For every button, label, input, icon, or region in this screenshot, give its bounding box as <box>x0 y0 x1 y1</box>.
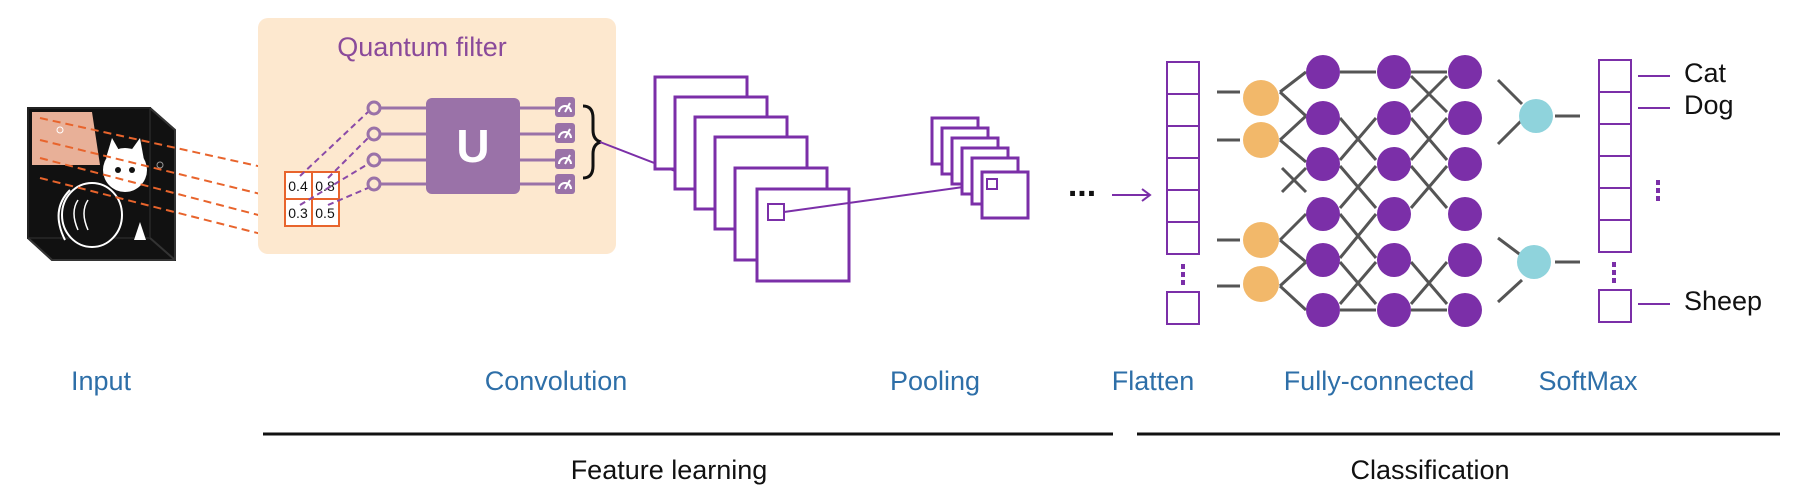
ellipsis: ... <box>1068 166 1096 204</box>
input-image-cube <box>27 107 176 261</box>
unitary-label: U <box>456 120 489 172</box>
stage-label-convolution: Convolution <box>485 366 628 396</box>
stage-label-input: Input <box>71 366 132 396</box>
meter-icon <box>555 97 575 194</box>
convolution-feature-maps <box>653 75 851 283</box>
softmax-nodes <box>1517 99 1553 279</box>
output-vector <box>1598 59 1632 323</box>
input-patch-grid: 0.4 0.8 0.3 0.5 <box>284 171 340 227</box>
patch-value-3: 0.3 <box>288 205 308 221</box>
stage-label-flatten: Flatten <box>1112 366 1195 396</box>
pooling-feature-maps <box>930 116 1030 220</box>
cat-icon <box>57 138 147 248</box>
fc-connections <box>1217 70 1580 312</box>
fc-hidden-nodes-purple <box>1306 55 1482 327</box>
pooling-link-line <box>783 182 993 213</box>
encoding-arrows <box>299 111 369 206</box>
patch-value-4: 0.5 <box>315 205 335 221</box>
vertical-ellipsis-icon <box>1612 180 1660 283</box>
patch-value-2: 0.8 <box>315 178 335 194</box>
pooling-cell <box>986 178 998 190</box>
section-label-feature-learning: Feature learning <box>571 455 768 485</box>
patch-value-1: 0.4 <box>288 178 308 194</box>
class-label-sheep: Sheep <box>1684 286 1762 316</box>
arrow-right-icon <box>1112 188 1152 202</box>
flatten-vector <box>1166 61 1200 325</box>
stage-label-fully-connected: Fully-connected <box>1284 366 1475 396</box>
fc-hidden-nodes-orange <box>1243 80 1279 302</box>
vertical-ellipsis-icon <box>1181 264 1185 285</box>
conv-receptive-cell <box>767 203 785 221</box>
stage-label-softmax: SoftMax <box>1538 366 1638 396</box>
class-label-cat: Cat <box>1684 58 1727 88</box>
stage-label-pooling: Pooling <box>890 366 980 396</box>
quantum-filter-title: Quantum filter <box>337 32 507 62</box>
patch-projection-lines <box>39 117 286 241</box>
class-label-dog: Dog <box>1684 90 1734 120</box>
unitary-gate <box>426 98 520 194</box>
class-leader-lines <box>1638 75 1670 305</box>
qubit-wires <box>366 100 555 192</box>
section-label-classification: Classification <box>1350 455 1509 485</box>
